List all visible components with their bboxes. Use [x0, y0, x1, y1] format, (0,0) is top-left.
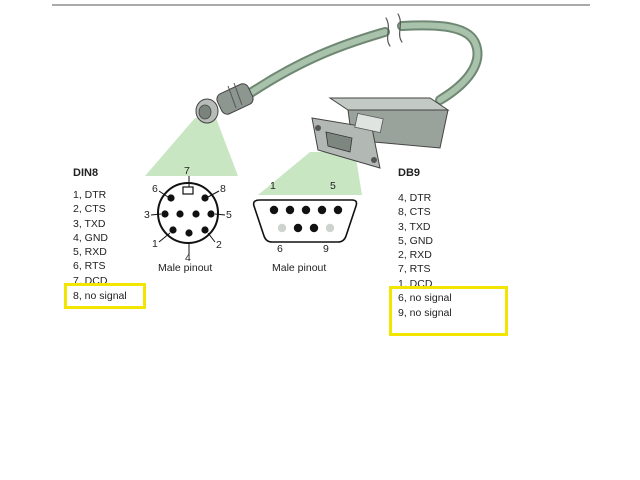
din8-pin-list: 1, DTR 2, CTS 3, TXD 4, GND 5, RXD 6, RT… — [73, 188, 108, 288]
din8-pin-label-1: 1 — [152, 238, 158, 250]
db9-plug — [311, 97, 450, 169]
din8-pin-label-6: 6 — [152, 183, 158, 195]
din8-pin-3: 3, TXD — [73, 217, 106, 230]
din8-caption: Male pinout — [158, 262, 213, 274]
din8-pin-label-4: 4 — [185, 252, 191, 264]
din8-beam — [145, 118, 238, 176]
db9-highlight-box — [389, 286, 508, 336]
db9-pin-5: 5, GND — [398, 234, 434, 247]
db9-pin-4: 4, DTR — [398, 192, 432, 204]
db9-pin-2: 2, RXD — [398, 249, 432, 262]
din8-pin-1: 1, DTR — [73, 189, 107, 201]
din8-title: DIN8 — [73, 167, 99, 179]
din8-pin-label-5: 5 — [226, 209, 232, 221]
db9-face — [252, 199, 358, 243]
din8-pin-4: 4, GND — [73, 231, 109, 244]
db9-caption: Male pinout — [272, 262, 327, 274]
din8-plug — [195, 82, 254, 124]
db9-beam — [258, 152, 362, 195]
db9-pin-label-9: 9 — [323, 243, 329, 255]
db9-pin-label-6: 6 — [277, 243, 283, 255]
db9-pin-6: 6, no signal — [398, 292, 452, 304]
db9-pin-7: 7, RTS — [398, 263, 431, 276]
din8-pin-5: 5, RXD — [73, 246, 107, 259]
db9-pin-label-1: 1 — [270, 180, 276, 192]
db9-pin-8: 8, CTS — [398, 206, 431, 219]
cable — [241, 13, 483, 105]
din8-pin-label-8: 8 — [220, 183, 226, 195]
db9-title: DB9 — [398, 167, 421, 179]
db9-pin-label-5: 5 — [330, 180, 336, 192]
din8-face — [150, 176, 226, 254]
db9-pin-9: 9, no signal — [398, 307, 452, 319]
db9-pin-3: 3, TXD — [398, 220, 431, 233]
din8-pin-8: 8, no signal — [73, 290, 127, 302]
db9-pin-list: 4, DTR 8, CTS 3, TXD 5, GND 2, RXD 7, RT… — [398, 191, 433, 291]
din8-highlight-box — [64, 283, 146, 309]
din8-pin-6: 6, RTS — [73, 260, 106, 273]
din8-pin-label-7: 7 — [184, 165, 190, 177]
din8-pin-label-2: 2 — [216, 239, 222, 251]
din8-pin-label-3: 3 — [144, 209, 150, 221]
din8-pin-2: 2, CTS — [73, 203, 106, 216]
